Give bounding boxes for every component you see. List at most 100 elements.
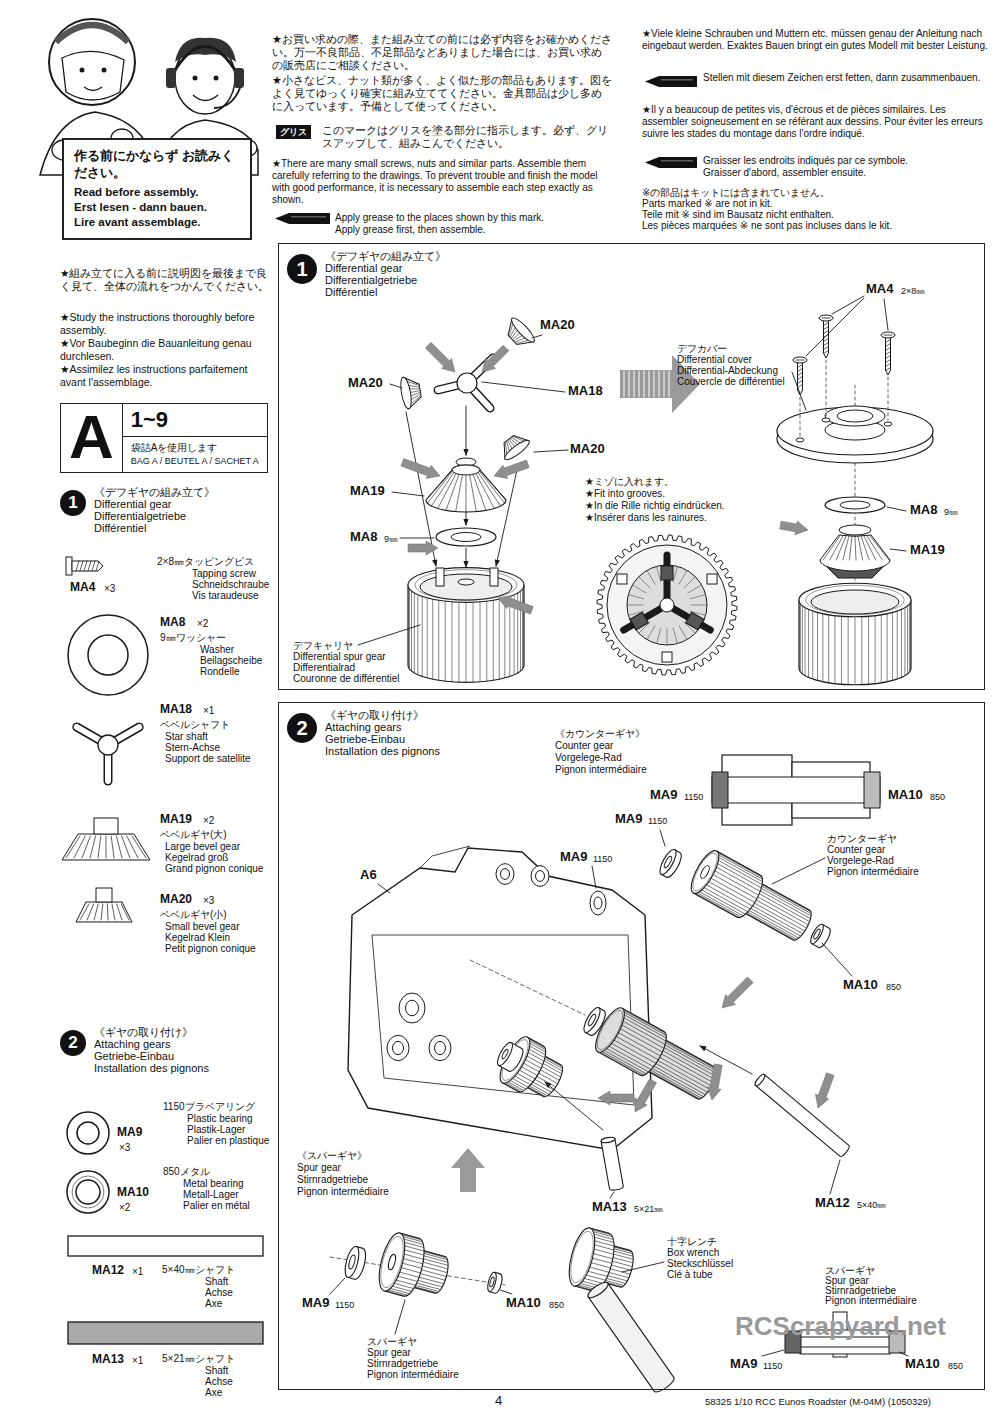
caption-text: ★Fit into grooves. [585, 488, 665, 500]
part-label: MA9 [615, 812, 642, 827]
differential-cover [796, 438, 804, 442]
differential-carrier [473, 602, 474, 682]
counter-gear [656, 1059, 710, 1089]
gearbox-housing [372, 935, 634, 1105]
spur-gear [405, 1246, 424, 1251]
top-view-gear [667, 629, 668, 645]
part-label: MA18 [568, 384, 603, 399]
part-label: MA19 [160, 813, 192, 827]
grease-arrow [496, 591, 535, 616]
differential-carrier [451, 602, 452, 682]
step-number-text: 2 [287, 713, 317, 743]
housing-hole [399, 993, 425, 1023]
top-view-groove [707, 574, 717, 584]
part-label: MA8 [910, 503, 937, 518]
screw [886, 368, 891, 371]
grease-arrow [477, 343, 511, 377]
shaft-icon [68, 1322, 263, 1344]
differential-carrier [480, 602, 481, 682]
leader-line [822, 943, 852, 976]
caption-text: Shaft [205, 1276, 228, 1287]
cartoon-mouth [84, 87, 102, 91]
screw [824, 339, 829, 342]
part-label: MA20 [160, 893, 192, 907]
leader-line [887, 507, 906, 511]
spur-gear [566, 1229, 598, 1285]
spur-gear [528, 1085, 547, 1096]
bevel-gear-icon [116, 836, 122, 858]
differential-carrier [799, 583, 911, 685]
direction-arrow [629, 371, 630, 397]
cartoon-helmet [56, 25, 128, 42]
caption-text: 5×21㎜シャフト [162, 1353, 235, 1365]
housing-hole [435, 1041, 446, 1054]
bevel-gear [438, 474, 456, 509]
spur-gear [494, 1033, 551, 1096]
part-label: MA4 [70, 581, 95, 595]
caption-text: Counter gear [555, 740, 613, 752]
differential-carrier [799, 583, 911, 617]
leader-line [890, 549, 906, 551]
gearbox-housing [420, 846, 470, 868]
caption-text: ×3 [203, 895, 214, 907]
caption-text: Vorgelege-Rad [555, 752, 622, 764]
caption-text: 1150 [763, 1361, 782, 1371]
screw [798, 381, 803, 384]
screw [886, 356, 891, 359]
screw-icon [66, 557, 72, 575]
caption-text: Small bevel gear [165, 921, 239, 932]
caption-text: Stirnradgetriebe [825, 1286, 896, 1296]
screw [824, 351, 829, 354]
caption-text: Kegelrad groß [165, 852, 228, 863]
bearing [342, 1245, 361, 1279]
spur-gear [504, 1083, 520, 1092]
leader-line [358, 625, 420, 645]
differential-carrier [408, 587, 409, 667]
counter-gear [623, 1009, 665, 1032]
housing-hole [393, 1041, 404, 1054]
bearing-section [712, 772, 728, 808]
counter-gear [756, 896, 808, 925]
differential-carrier [828, 615, 829, 683]
box-wrench [586, 1280, 676, 1395]
differential-carrier [901, 609, 902, 677]
screw-icon [96, 561, 99, 571]
part-label: MA9 [650, 788, 677, 803]
differential-carrier [805, 608, 806, 676]
spur-gear [405, 1250, 424, 1255]
differential-carrier [445, 601, 446, 681]
spur-gear [403, 1237, 422, 1242]
cartoon-face [62, 51, 124, 100]
caption-text: Differentialrad [293, 662, 355, 673]
caption-text: ベベルギヤ(大) [160, 829, 227, 841]
spur-gear [374, 1230, 429, 1299]
caption-text: Palier en plastique [187, 1135, 269, 1146]
screw [886, 344, 891, 347]
differential-carrier [800, 604, 801, 672]
counter-gear [614, 1040, 656, 1063]
bevel-gear [836, 536, 846, 560]
bevel-gear-icon [87, 904, 94, 920]
bearing [581, 1005, 603, 1034]
caption-text: Pignon intermédiaire [297, 1186, 389, 1198]
bearing [581, 1005, 608, 1037]
differential-carrier [493, 600, 494, 680]
part-label: MA19 [350, 484, 385, 499]
differential-carrier [490, 568, 498, 586]
heading-text: 《ギヤの取り付け》 [325, 709, 424, 721]
counter-gear [624, 1012, 666, 1035]
caption-text: Tapping screw [192, 568, 256, 579]
grease-arrow [496, 591, 535, 616]
counter-gear [616, 1037, 658, 1060]
caption-text: 2×8㎜ [901, 286, 925, 296]
spur-gear [588, 1271, 607, 1276]
differential-carrier [904, 608, 905, 676]
caption-text: Shaft [205, 1365, 228, 1376]
spur-gear [522, 1067, 538, 1076]
bevel-gear [478, 473, 501, 507]
screw-icon [72, 561, 103, 571]
heading-text: Lire avant assemblage. [74, 215, 240, 230]
caption-text: ※の部品はキットには含まれていません。 [642, 187, 830, 198]
differential-carrier [522, 589, 523, 669]
spur-gear [403, 1263, 422, 1268]
